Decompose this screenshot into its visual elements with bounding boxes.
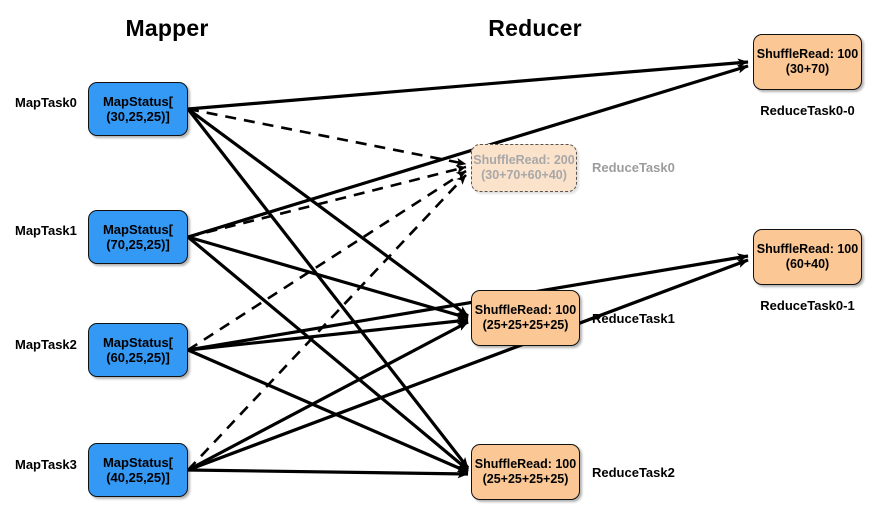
reduce-node-0-ghost[interactable]: ShuffleRead: 200 (30+70+60+40)	[471, 144, 577, 192]
reducetask-label-0: ReduceTask0	[592, 160, 675, 175]
map-node-1[interactable]: MapStatus[ (70,25,25)]	[88, 210, 188, 264]
maptask-label-0: MapTask0	[15, 95, 77, 110]
reducetask-label-1: ReduceTask1	[592, 311, 675, 326]
map-node-3-values: (40,25,25)]	[106, 470, 170, 485]
solid-edges	[186, 58, 749, 479]
reduce-node-0-1[interactable]: ShuffleRead: 100 (60+40)	[753, 229, 862, 285]
reduce-node-2-breakdown: (25+25+25+25)	[482, 472, 569, 486]
mapper-column-header: Mapper	[125, 15, 209, 41]
maptask-label-3: MapTask3	[15, 457, 77, 472]
map-node-2-values: (60,25,25)]	[106, 350, 170, 365]
reduce-node-0-ghost-shuffle: ShuffleRead: 200	[473, 153, 575, 168]
map-node-1-values: (70,25,25)]	[106, 237, 170, 252]
map-node-2-title: MapStatus[	[102, 334, 174, 350]
map-node-3[interactable]: MapStatus[ (40,25,25)]	[88, 443, 188, 497]
reduce-node-2-shuffle: ShuffleRead: 100	[474, 457, 577, 472]
reducetask-label-0-1: ReduceTask0-1	[760, 298, 855, 313]
reduce-node-2[interactable]: ShuffleRead: 100 (25+25+25+25)	[471, 444, 580, 500]
reduce-node-1-shuffle: ShuffleRead: 100	[474, 303, 577, 318]
reduce-node-0-ghost-breakdown: (30+70+60+40)	[481, 168, 567, 182]
map-node-1-title: MapStatus[	[102, 221, 174, 237]
reducetask-label-0-0: ReduceTask0-0	[760, 103, 855, 118]
reduce-node-1[interactable]: ShuffleRead: 100 (25+25+25+25)	[471, 290, 580, 346]
reduce-node-0-1-shuffle: ShuffleRead: 100	[756, 242, 859, 257]
map-node-0[interactable]: MapStatus[ (30,25,25)]	[88, 82, 188, 136]
reducer-column-header: Reducer	[488, 15, 582, 41]
reduce-node-0-0[interactable]: ShuffleRead: 100 (30+70)	[753, 34, 862, 90]
map-node-3-title: MapStatus[	[102, 454, 174, 470]
map-node-0-title: MapStatus[	[102, 93, 174, 109]
reducetask-label-2: ReduceTask2	[592, 465, 675, 480]
reduce-node-0-0-shuffle: ShuffleRead: 100	[756, 47, 859, 62]
reduce-node-0-1-breakdown: (60+40)	[785, 257, 830, 271]
map-node-0-values: (30,25,25)]	[106, 109, 170, 124]
reduce-node-1-breakdown: (25+25+25+25)	[482, 318, 569, 332]
dashed-edges	[187, 107, 467, 471]
map-node-2[interactable]: MapStatus[ (60,25,25)]	[88, 323, 188, 377]
maptask-label-2: MapTask2	[15, 337, 77, 352]
maptask-label-1: MapTask1	[15, 223, 77, 238]
reduce-node-0-0-breakdown: (30+70)	[785, 62, 830, 76]
